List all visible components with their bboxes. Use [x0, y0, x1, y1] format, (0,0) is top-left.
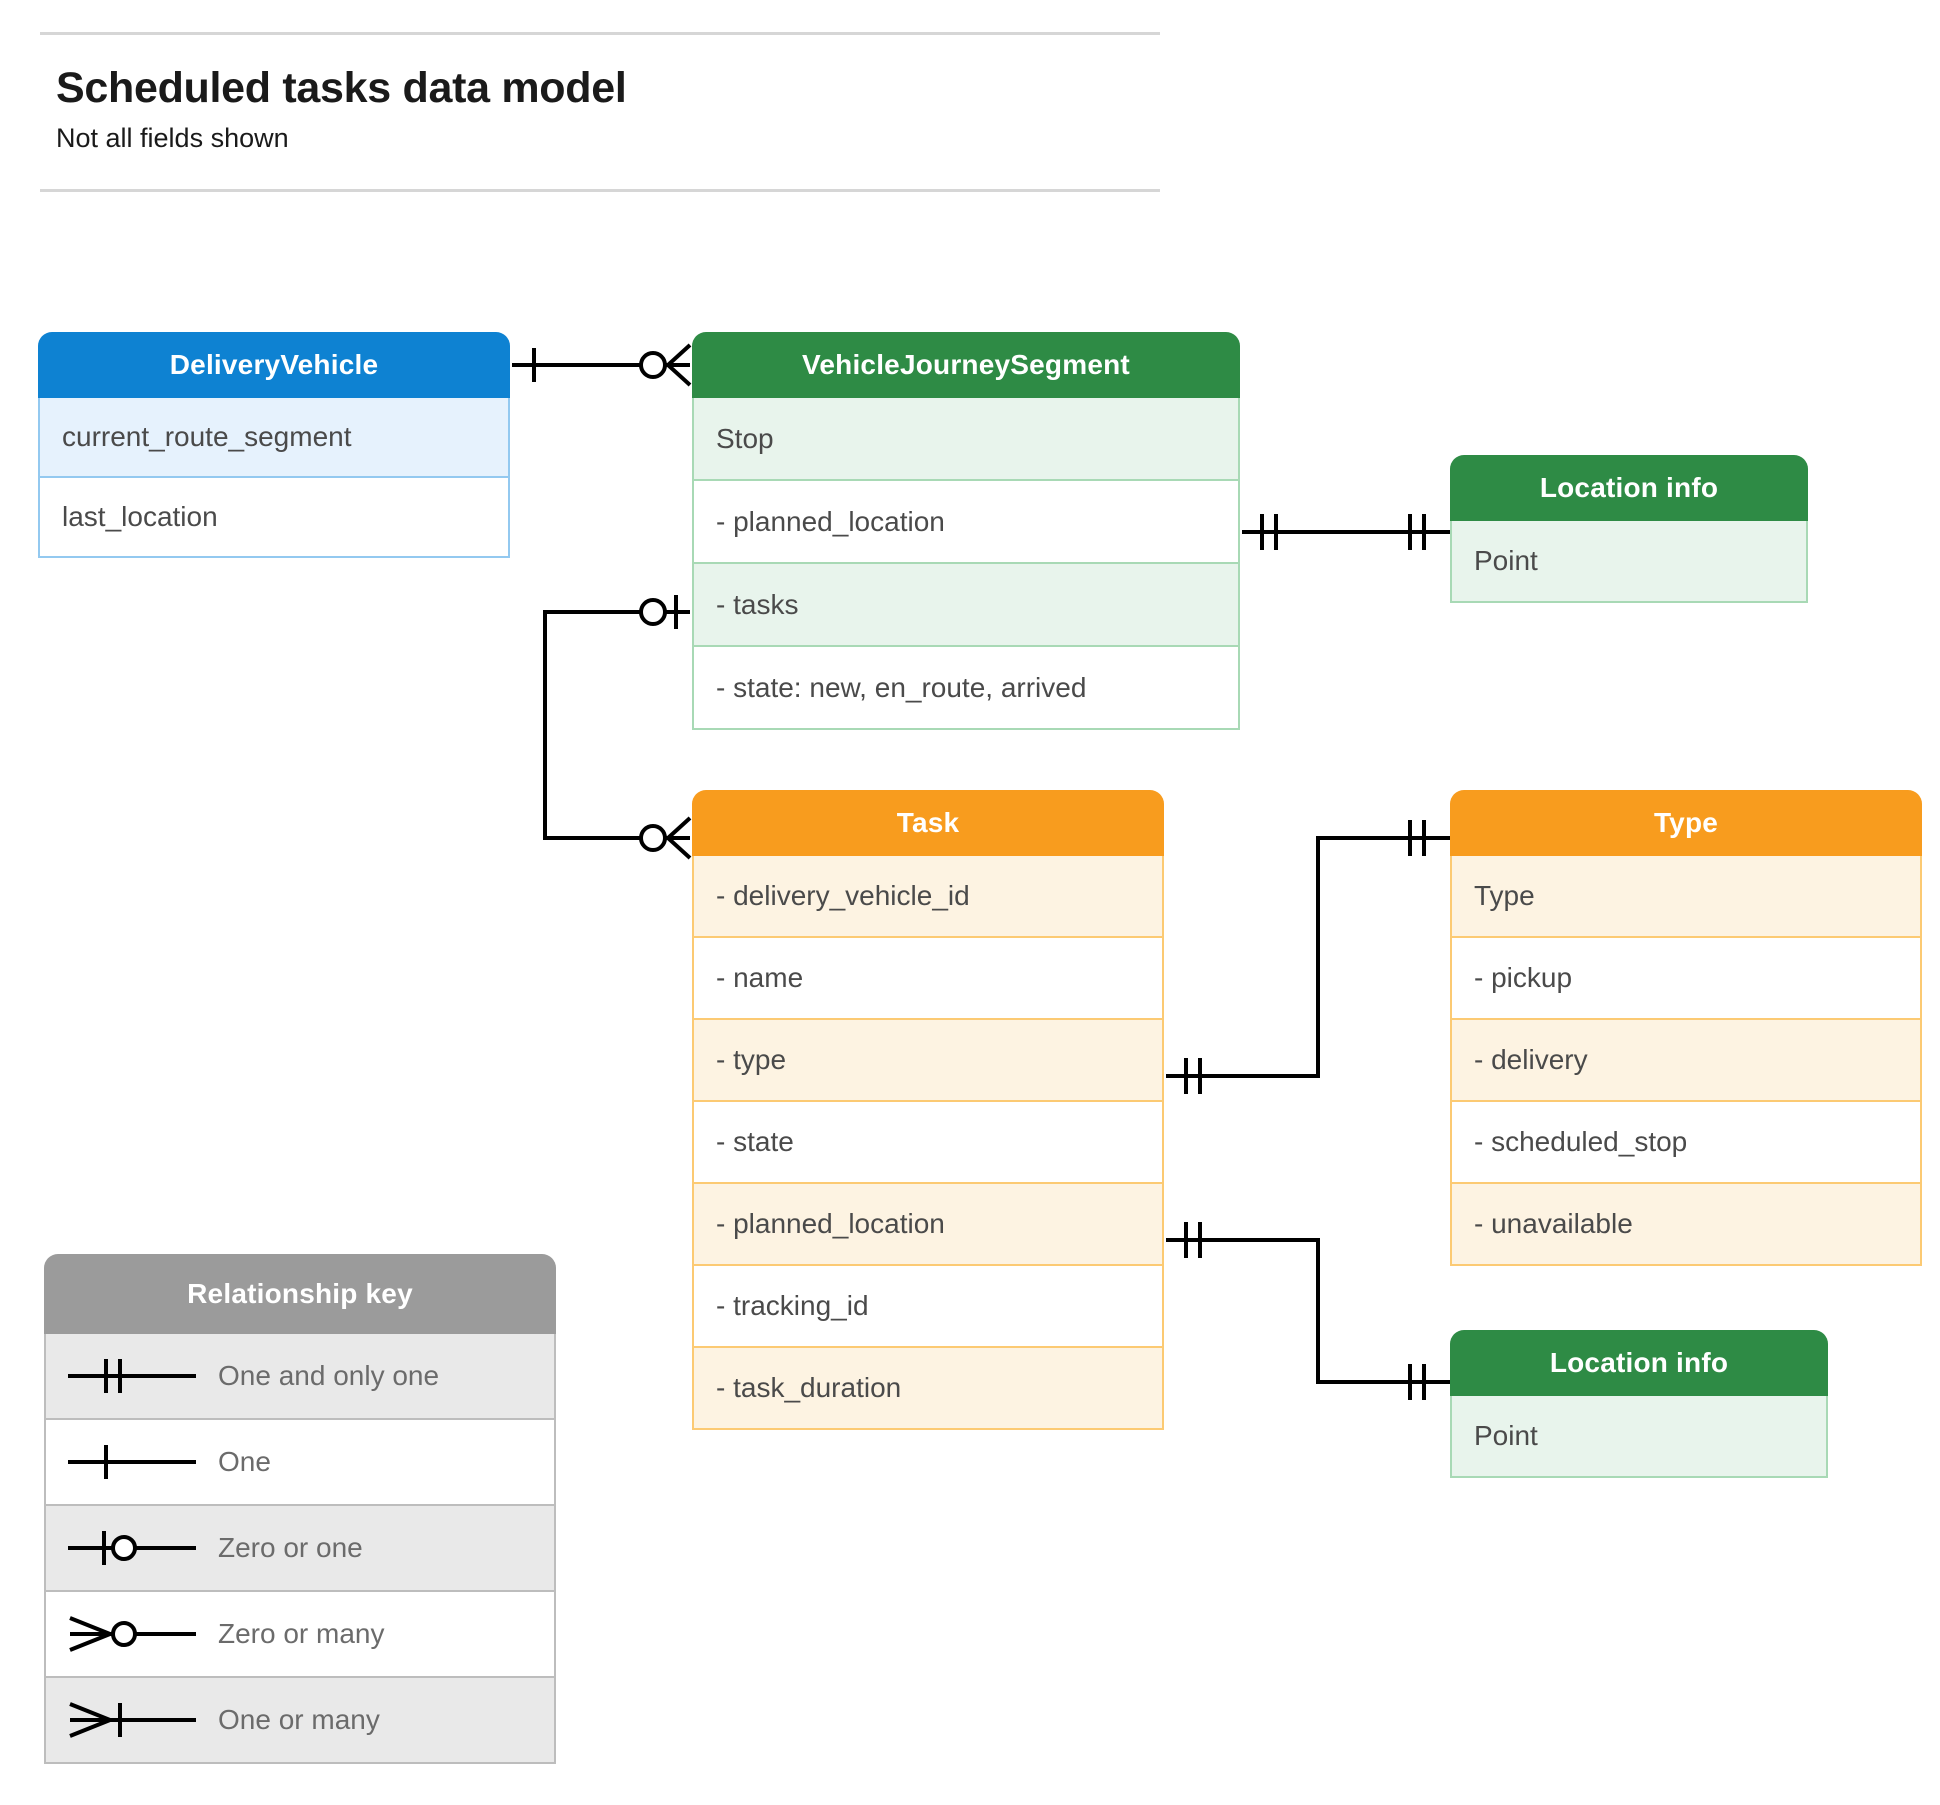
entity-task[interactable]: Task - delivery_vehicle_id - name - type… — [692, 790, 1164, 1430]
header-rule-top — [40, 32, 1160, 35]
page-subtitle: Not all fields shown — [56, 123, 289, 154]
entity-field-row: Point — [1450, 521, 1808, 603]
legend-item-label: Zero or one — [218, 1532, 363, 1563]
entity-type[interactable]: Type Type - pickup - delivery - schedule… — [1450, 790, 1922, 1266]
entity-field-row: - state — [692, 1102, 1164, 1184]
entity-title-task: Task — [692, 790, 1164, 856]
entity-field-row: last_location — [38, 478, 510, 558]
entity-field-row: - pickup — [1450, 938, 1922, 1020]
connector-journey-segment-planned-location-to-location-info — [1242, 514, 1450, 550]
entity-field-row: - name — [692, 938, 1164, 1020]
entity-field-row: - unavailable — [1450, 1184, 1922, 1266]
document-header: Scheduled tasks data model Not all field… — [40, 32, 1160, 192]
legend-item-label: One or many — [218, 1704, 380, 1735]
entity-title-location-info-top: Location info — [1450, 455, 1808, 521]
one-and-only-one-icon — [46, 1354, 218, 1398]
connector-delivery-vehicle-to-journey-segment — [512, 343, 692, 387]
entity-title-delivery-vehicle: DeliveryVehicle — [38, 332, 510, 398]
entity-title-vehicle-journey-segment: VehicleJourneySegment — [692, 332, 1240, 398]
page-title: Scheduled tasks data model — [56, 64, 627, 112]
entity-field-row: - delivery — [1450, 1020, 1922, 1102]
entity-title-type: Type — [1450, 790, 1922, 856]
one-icon — [46, 1440, 218, 1484]
legend-item-label: One and only one — [218, 1360, 440, 1391]
legend-item-one-or-many: One or many — [44, 1678, 556, 1764]
legend-item-one: One — [44, 1420, 556, 1506]
zero-or-many-icon — [46, 1612, 218, 1656]
entity-vehicle-journey-segment[interactable]: VehicleJourneySegment Stop - planned_loc… — [692, 332, 1240, 730]
entity-field-row: - delivery_vehicle_id — [692, 856, 1164, 938]
entity-field-row: - planned_location — [692, 481, 1240, 564]
entity-location-info-top[interactable]: Location info Point — [1450, 455, 1808, 603]
legend-item-zero-or-many: Zero or many — [44, 1592, 556, 1678]
entity-location-info-bottom[interactable]: Location info Point — [1450, 1330, 1828, 1478]
legend-item-zero-or-one: Zero or one — [44, 1506, 556, 1592]
entity-field-row: - tasks — [692, 564, 1240, 647]
entity-title-location-info-bottom: Location info — [1450, 1330, 1828, 1396]
entity-field-row: - task_duration — [692, 1348, 1164, 1430]
entity-field-row: Stop — [692, 398, 1240, 481]
legend-item-label: One — [218, 1446, 271, 1477]
entity-field-row: - scheduled_stop — [1450, 1102, 1922, 1184]
entity-field-row: - state: new, en_route, arrived — [692, 647, 1240, 730]
connector-task-planned-location-to-location-info-bottom — [1166, 1222, 1450, 1400]
zero-or-one-icon — [46, 1526, 218, 1570]
entity-field-row: Point — [1450, 1396, 1828, 1478]
header-rule-bottom — [40, 188, 1160, 192]
legend-item-one-and-only-one: One and only one — [44, 1334, 556, 1420]
entity-field-row: - type — [692, 1020, 1164, 1102]
entity-delivery-vehicle[interactable]: DeliveryVehicle current_route_segment la… — [38, 332, 510, 558]
one-or-many-icon — [46, 1698, 218, 1742]
connector-task-type-to-type — [1166, 820, 1450, 1094]
entity-field-row: - planned_location — [692, 1184, 1164, 1266]
legend-item-label: Zero or many — [218, 1618, 385, 1649]
connector-journey-segment-tasks-to-task — [543, 595, 692, 860]
relationship-key-legend[interactable]: Relationship key One and only one One — [44, 1254, 556, 1764]
entity-field-row: Type — [1450, 856, 1922, 938]
entity-field-row: current_route_segment — [38, 398, 510, 478]
entity-field-row: - tracking_id — [692, 1266, 1164, 1348]
legend-title: Relationship key — [44, 1254, 556, 1334]
